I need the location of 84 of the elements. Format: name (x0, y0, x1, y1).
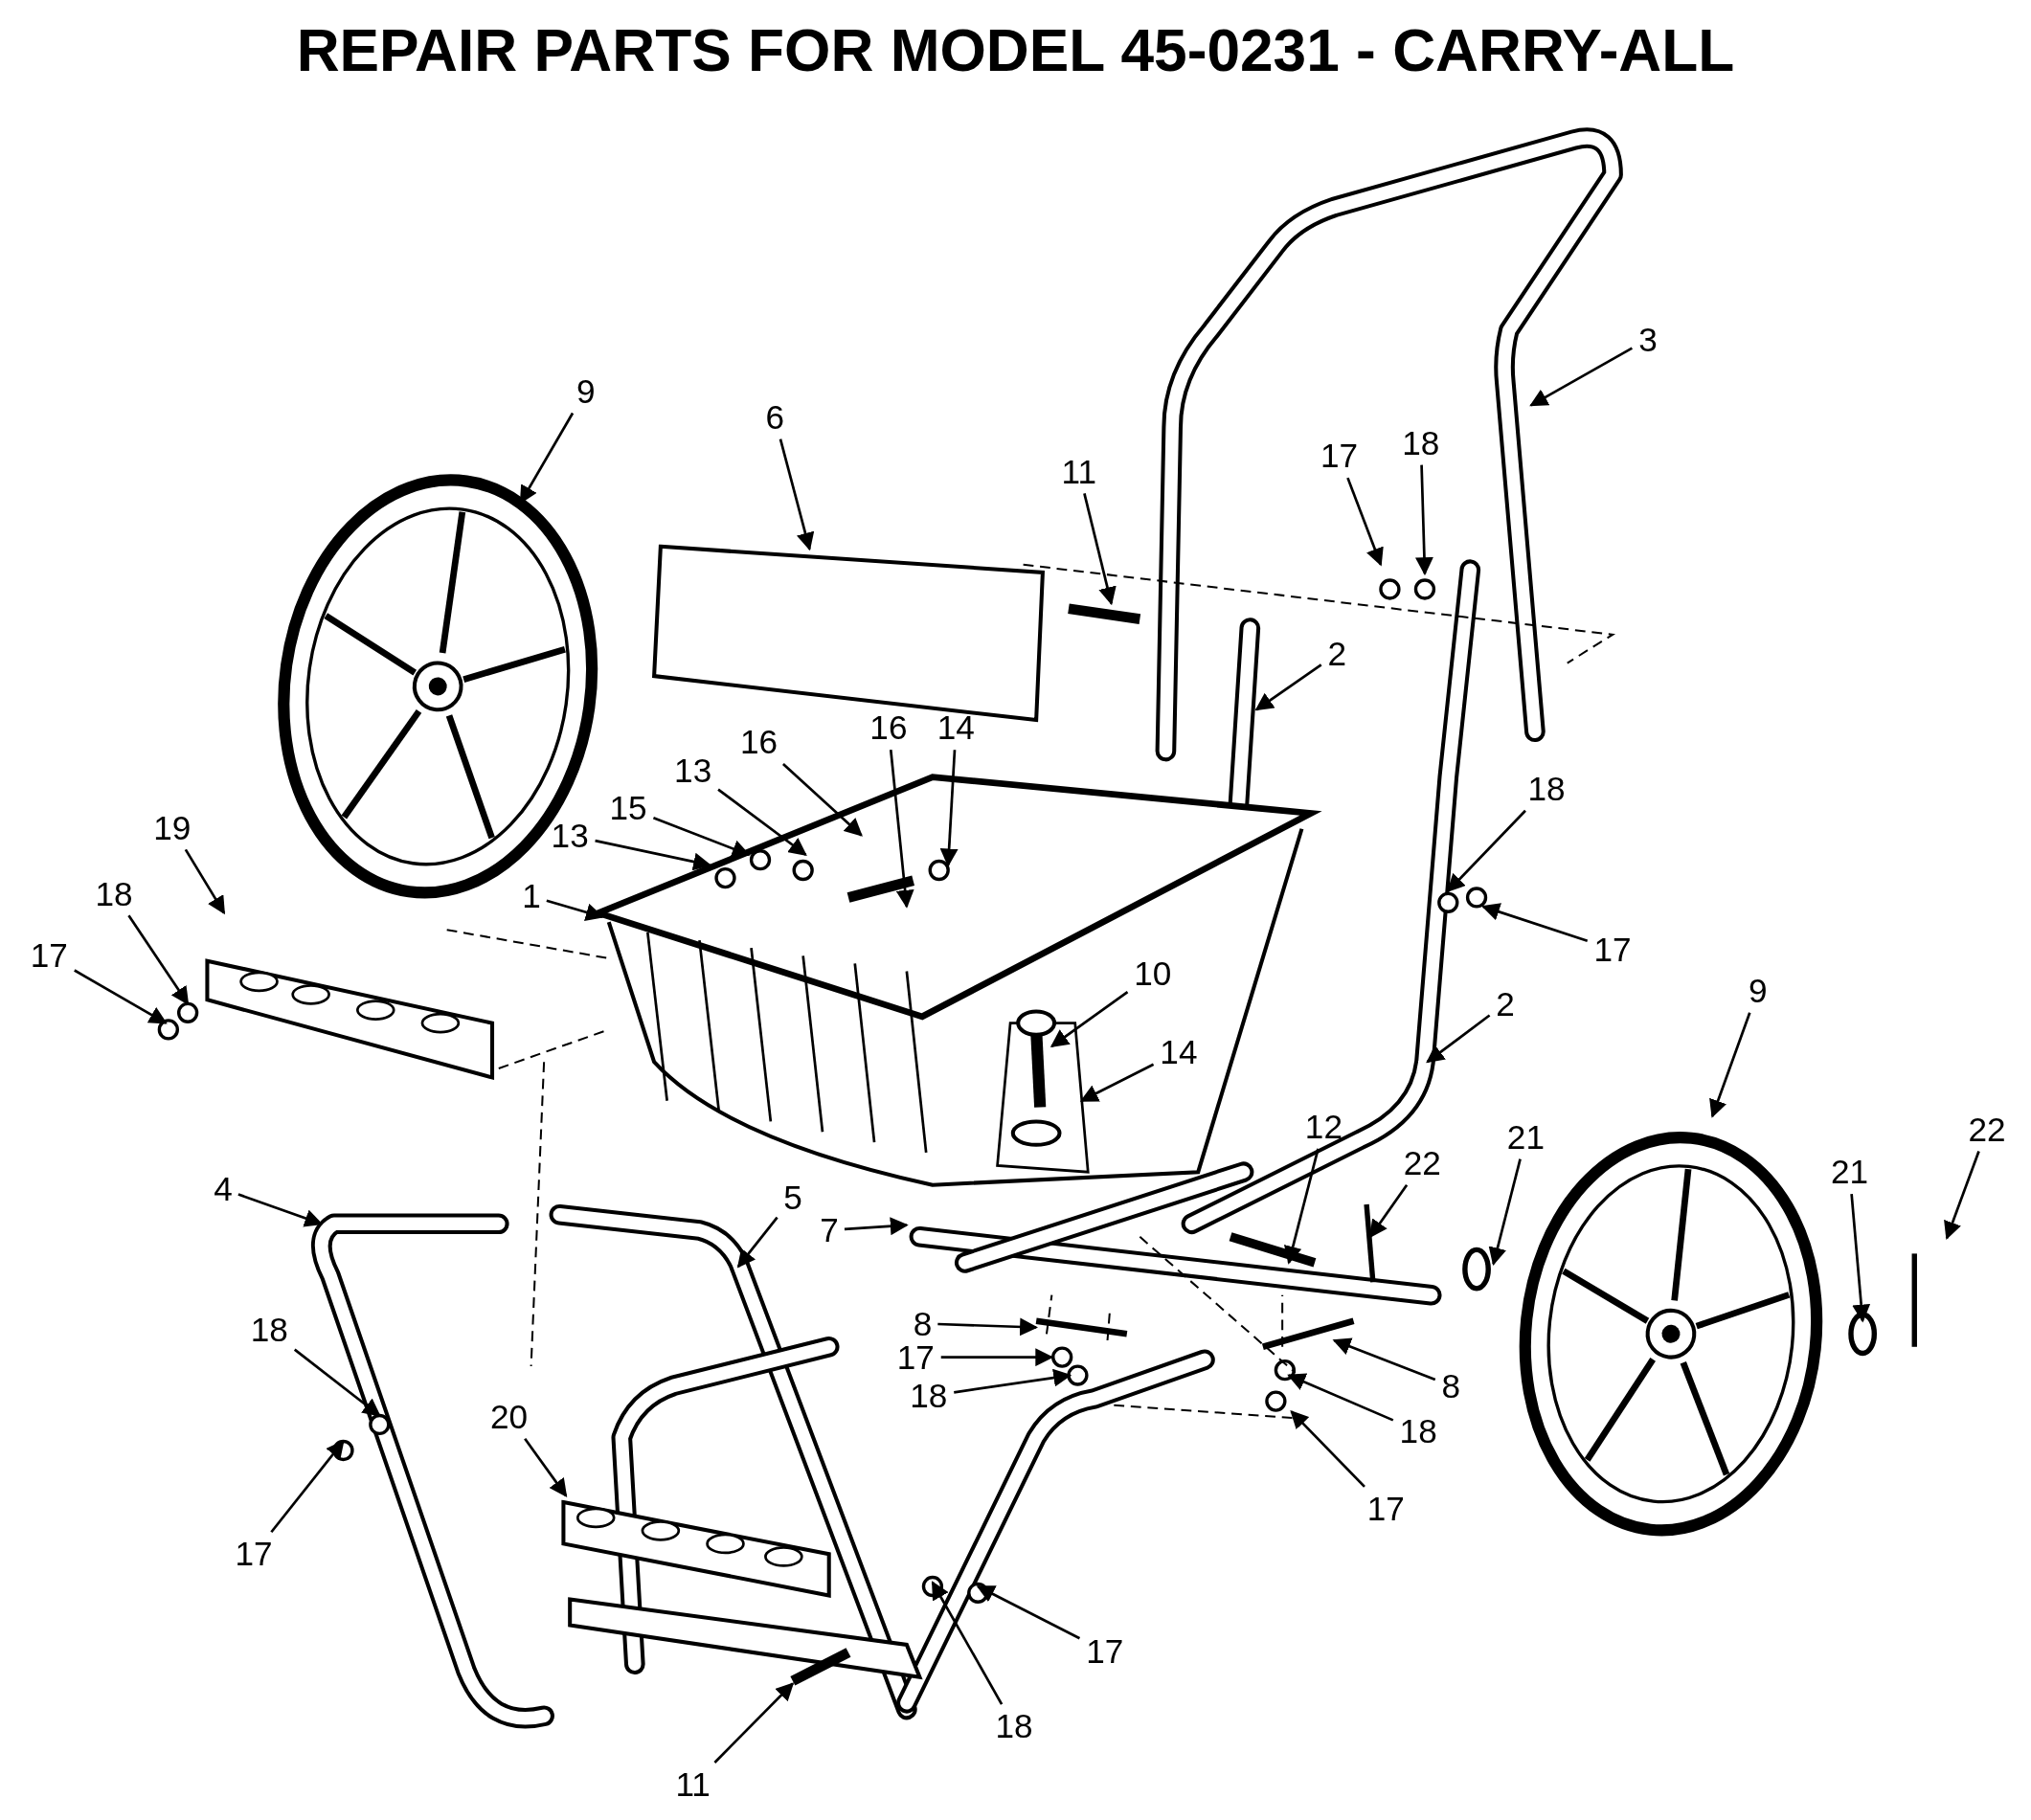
leader-line (1287, 1373, 1394, 1422)
callout-number: 17 (1365, 1490, 1408, 1527)
callout-number: 18 (248, 1312, 291, 1349)
leader-line (293, 1348, 381, 1417)
callout-number: 18 (1396, 1412, 1440, 1449)
leader-line (713, 1682, 795, 1764)
leader-line (736, 1216, 779, 1269)
callout-number: 21 (1504, 1118, 1547, 1156)
diagram-title: REPAIR PARTS FOR MODEL 45-0231 - CARRY-ALL (295, 15, 1736, 86)
callout-number: 18 (1399, 424, 1443, 461)
callout-number: 14 (934, 709, 978, 747)
leader-line (1254, 663, 1322, 711)
leader-line (1488, 1158, 1522, 1267)
leader-line (1481, 903, 1589, 943)
callout-number: 11 (672, 1766, 713, 1803)
leader-line (1369, 1183, 1409, 1239)
callout-number: 18 (1524, 770, 1568, 807)
callout-number: 16 (737, 724, 780, 760)
leader-line (1079, 1063, 1155, 1102)
leader-line (779, 438, 815, 551)
leader-line (940, 1348, 1054, 1367)
callout-number: 8 (1438, 1367, 1463, 1404)
leader-line (1346, 477, 1384, 567)
callout-number: 4 (211, 1170, 236, 1207)
leader-line (931, 1581, 1004, 1705)
leader-line (270, 1440, 345, 1534)
leader-line (127, 914, 190, 1005)
leader-line (1083, 493, 1117, 606)
leader-line (1290, 1410, 1365, 1488)
callout-number: 18 (92, 875, 136, 912)
leader-line (1944, 1151, 1980, 1240)
callout-number: 13 (548, 817, 592, 854)
callout-number: 2 (1324, 636, 1349, 673)
callout-number: 7 (817, 1212, 842, 1248)
callout-number: 18 (992, 1708, 1036, 1745)
leader-line (524, 1438, 568, 1497)
callout-number: 9 (574, 372, 598, 410)
leader-line (595, 839, 712, 871)
leader-line (1284, 1148, 1320, 1265)
callout-number: 21 (1828, 1154, 1871, 1191)
leader-line (1415, 464, 1433, 576)
callout-number: 11 (1058, 453, 1099, 490)
callout-number: 18 (907, 1378, 951, 1415)
callout-number: 17 (1083, 1632, 1127, 1670)
callout-number: 2 (1493, 985, 1518, 1022)
leader-line (74, 969, 168, 1024)
leader-line (546, 899, 604, 922)
callout-number: 10 (1131, 955, 1175, 993)
callout-number: 16 (867, 709, 911, 747)
leader-line (184, 848, 226, 915)
leader-line (1332, 1337, 1436, 1382)
leader-line (652, 817, 751, 858)
callout-number: 9 (1746, 972, 1771, 1009)
callout-number: 19 (150, 809, 194, 846)
leader-line (717, 788, 807, 856)
leader-line (1447, 809, 1526, 892)
callout-number: 12 (1302, 1108, 1345, 1145)
callout-number: 22 (1965, 1111, 2009, 1148)
callout-number: 15 (606, 790, 650, 826)
leader-line (1709, 1012, 1751, 1118)
leader-line (889, 750, 914, 909)
callout-number: 5 (780, 1180, 805, 1217)
leader-line (1850, 1194, 1871, 1323)
leader-line (1426, 1014, 1491, 1064)
leader-line (937, 1317, 1039, 1337)
callout-number: 6 (762, 398, 787, 436)
leader-line (954, 1368, 1072, 1394)
callout-number: 17 (28, 937, 71, 975)
callout-number: 13 (671, 752, 714, 789)
leader-line (1049, 991, 1129, 1048)
callout-number: 22 (1400, 1144, 1444, 1181)
leader-line (237, 1193, 324, 1227)
callout-number: 14 (1157, 1033, 1201, 1070)
callout-number: 17 (232, 1536, 276, 1573)
callout-number: 3 (1636, 321, 1660, 358)
callout-number: 17 (1318, 438, 1361, 475)
leader-line (976, 1584, 1081, 1640)
callout-number: 17 (1591, 931, 1635, 968)
leader-line (939, 750, 959, 867)
callout-number: 1 (519, 878, 544, 914)
leader-line (844, 1217, 909, 1236)
leader-line (1529, 347, 1634, 407)
callout-number: 20 (487, 1398, 530, 1435)
leader-line (782, 763, 863, 837)
